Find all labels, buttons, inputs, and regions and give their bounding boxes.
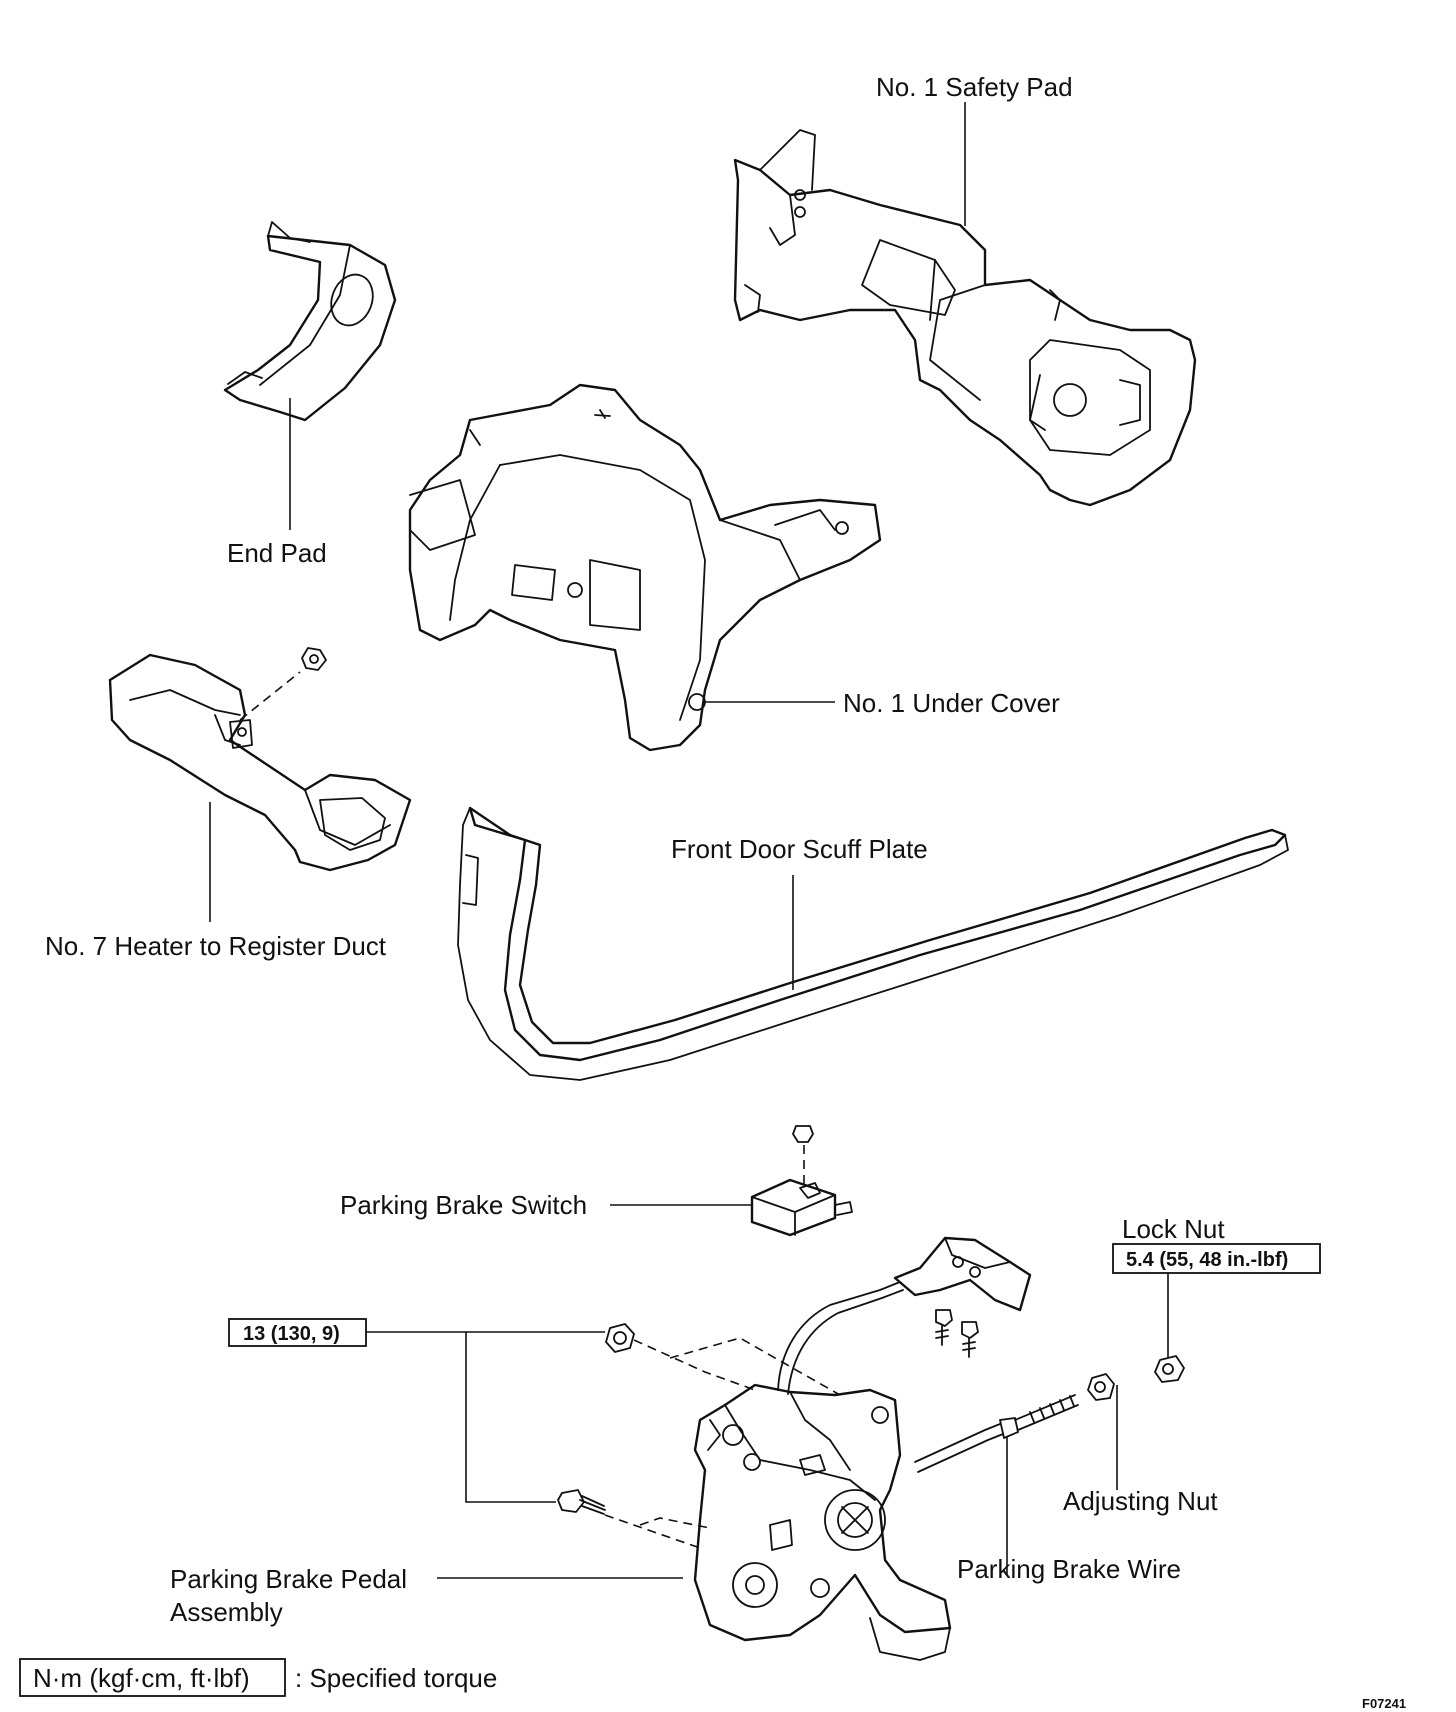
legend-unit-box: [19, 1658, 286, 1697]
torque-box-lock-nut: [1112, 1243, 1321, 1274]
brake-wire-part: [914, 1355, 1185, 1473]
end-pad-part: [223, 221, 397, 422]
under-cover-part: [408, 383, 882, 752]
legend-description: : Specified torque: [295, 1663, 497, 1693]
label-under-cover: No. 1 Under Cover: [843, 688, 1060, 718]
heater-duct-part: [108, 647, 412, 872]
pedal-fasteners: [557, 1323, 841, 1549]
figure-code: F07241: [1362, 1696, 1406, 1711]
scuff-plate-part: [457, 806, 1289, 1081]
label-adjusting-nut: Adjusting Nut: [1063, 1486, 1218, 1516]
label-end-pad: End Pad: [227, 538, 327, 568]
leader-lines: [209, 102, 1169, 1579]
label-heater-duct: No. 7 Heater to Register Duct: [45, 931, 387, 961]
pedal-assembly-part: [693, 1236, 1032, 1661]
torque-pedal-bolts: 13 (130, 9): [243, 1323, 340, 1345]
torque-box-pedal-bolts: [228, 1318, 367, 1347]
label-safety-pad: No. 1 Safety Pad: [876, 72, 1073, 102]
label-brake-wire: Parking Brake Wire: [957, 1554, 1181, 1584]
safety-pad-part: [733, 129, 1197, 507]
label-pedal-assembly-line1: Parking Brake Pedal: [170, 1564, 407, 1594]
legend-unit: N·m (kgf·cm, ft·lbf): [33, 1663, 250, 1693]
label-pedal-assembly-line2: Assembly: [170, 1597, 283, 1627]
torque-lock-nut: 5.4 (55, 48 in.-lbf): [1126, 1249, 1288, 1271]
label-brake-switch: Parking Brake Switch: [340, 1190, 587, 1220]
label-scuff-plate: Front Door Scuff Plate: [671, 834, 928, 864]
label-lock-nut: Lock Nut: [1122, 1214, 1225, 1244]
parking-brake-switch-part: [750, 1125, 853, 1237]
